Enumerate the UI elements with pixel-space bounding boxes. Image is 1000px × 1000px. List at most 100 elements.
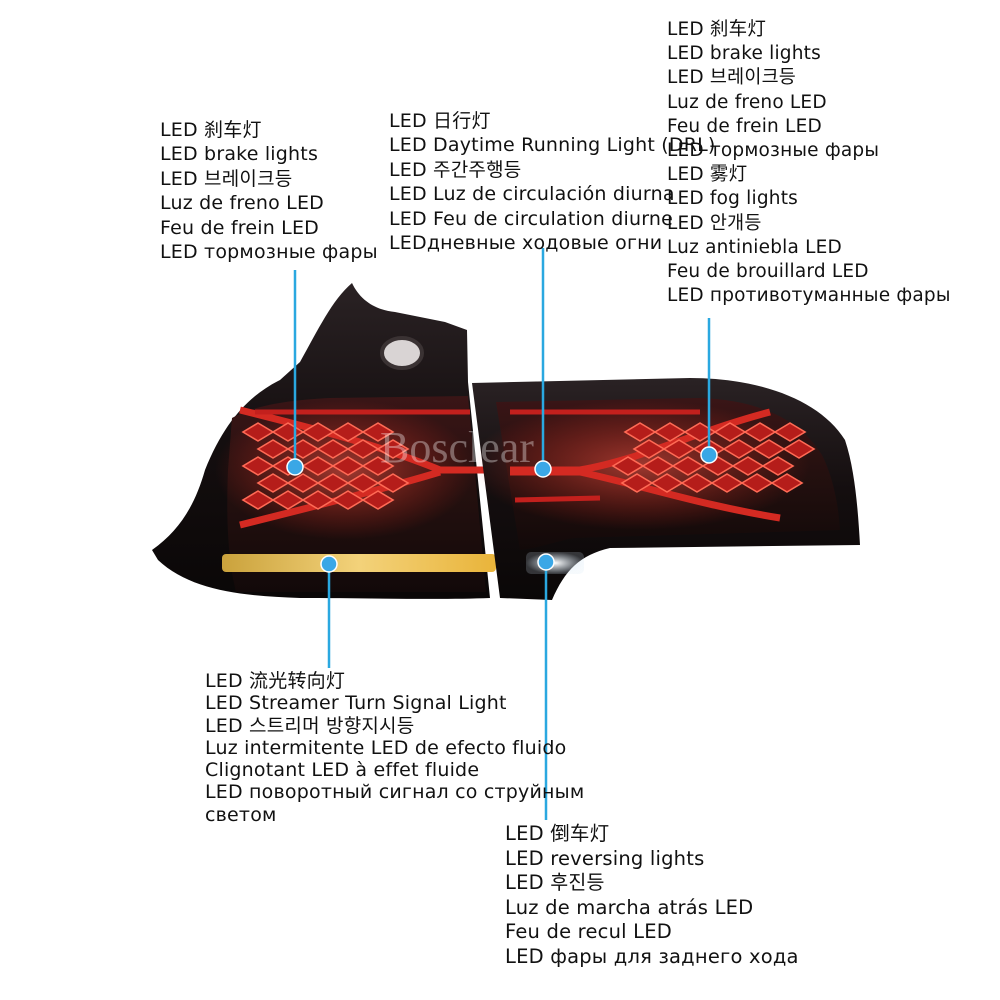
callout-line-text: Feu de frein LED xyxy=(160,216,320,239)
led-diamond xyxy=(770,473,804,493)
led-diamond xyxy=(782,439,816,459)
callout-line-text: LED 안개등 xyxy=(667,212,762,234)
callout-line-text: LED Feu de circulation diurne xyxy=(389,207,674,230)
callout-line-text: LED brake lights xyxy=(160,143,319,166)
led-diamond xyxy=(713,422,747,442)
led-diamond xyxy=(773,422,807,442)
callout-daytime-running-light: LED 日行灯 LED Daytime Running Light (DRL) … xyxy=(389,109,716,255)
callout-line-text: Feu de brouillard LED xyxy=(667,261,869,283)
right-diamond-grid xyxy=(611,422,816,493)
led-diamond xyxy=(361,422,395,442)
callout-line-text: LED 雾灯 xyxy=(667,164,748,186)
reversing-light xyxy=(526,552,584,574)
led-diamond xyxy=(710,473,744,493)
right-x-bar-lower xyxy=(510,468,781,522)
callout-line-text: LED противотуманные фары xyxy=(667,285,951,307)
marker-reverse xyxy=(537,553,555,571)
led-diamond xyxy=(301,456,335,476)
callout-line-text: LED Daytime Running Light (DRL) xyxy=(389,134,716,157)
callout-reversing-lights: LED 倒车灯 LED reversing lights LED 후진등 Luz… xyxy=(505,822,799,969)
left-diamond-grid xyxy=(241,422,410,510)
callout-line-text: LED фары для заднего хода xyxy=(505,944,799,968)
right-x-bar-upper xyxy=(510,408,771,474)
led-diamond xyxy=(361,490,395,510)
callout-line-text: LEDдневные ходовые огни xyxy=(389,232,663,255)
callout-line-text: Luz de marcha atrás LED xyxy=(505,895,754,919)
mounting-hole xyxy=(380,336,424,370)
led-diamond xyxy=(316,473,350,493)
callout-line-text: LED тормозные фары xyxy=(160,241,378,264)
callout-line-text: LED 브레이크등 xyxy=(667,67,797,89)
callout-line-text: LED fog lights xyxy=(667,188,799,210)
led-diamond xyxy=(286,473,320,493)
led-diamond xyxy=(722,439,756,459)
callout-line-text: LED 倒车灯 xyxy=(505,822,610,845)
led-diamond xyxy=(241,490,275,510)
led-diamond xyxy=(752,439,786,459)
led-diamond xyxy=(256,439,290,459)
callout-line-text: Luz antiniebla LED xyxy=(667,236,842,258)
led-diamond xyxy=(376,473,410,493)
led-diamond xyxy=(650,473,684,493)
callout-line-text: LED 주간주행등 xyxy=(389,158,522,181)
led-diamond xyxy=(346,439,380,459)
callout-markers xyxy=(286,446,718,573)
callout-lines xyxy=(293,248,711,820)
led-diamond xyxy=(671,456,705,476)
led-diamond xyxy=(641,456,675,476)
led-diamond xyxy=(241,456,275,476)
led-diamond xyxy=(740,473,774,493)
marker-turn xyxy=(320,555,338,573)
callout-line-text: LED reversing lights xyxy=(505,846,705,870)
callout-brake-fog-lights-right: LED 刹车灯 LED brake lights LED 브레이크등 Luz d… xyxy=(667,18,951,308)
callout-line-text: LED 流光转向灯 xyxy=(205,670,346,692)
led-diamond xyxy=(331,456,365,476)
led-diamond xyxy=(361,456,395,476)
callout-line-text: Feu de recul LED xyxy=(505,920,672,943)
led-diamond xyxy=(620,473,654,493)
callout-line-text: LED 브레이크등 xyxy=(160,167,293,190)
led-diamond xyxy=(761,456,795,476)
led-diamond xyxy=(301,422,335,442)
callout-line-text: LED 스트리머 방향지시등 xyxy=(205,714,415,737)
led-diamond xyxy=(611,456,645,476)
led-diamond xyxy=(301,490,335,510)
led-diamond xyxy=(662,439,696,459)
led-diamond xyxy=(623,422,657,442)
led-diamond xyxy=(271,490,305,510)
callout-line-text: светом xyxy=(205,803,277,826)
right-tail-lamp xyxy=(470,378,860,600)
led-diamond xyxy=(331,422,365,442)
callout-line-text: LED brake lights xyxy=(667,43,821,65)
led-diamond xyxy=(680,473,714,493)
callout-turn-signal: LED 流光转向灯 LED Streamer Turn Signal Light… xyxy=(205,670,584,826)
led-diamond xyxy=(316,439,350,459)
callout-line-text: LED 후진등 xyxy=(505,871,605,894)
led-diamond xyxy=(376,439,410,459)
led-diamond xyxy=(241,422,275,442)
watermark: Bosclear xyxy=(380,423,534,472)
callout-line-text: Feu de frein LED xyxy=(667,115,822,137)
callout-line-text: Luz intermitente LED de efecto fluido xyxy=(205,736,567,759)
led-diamond xyxy=(256,473,290,493)
callout-line-text: LED 日行灯 xyxy=(389,110,491,132)
callout-line-text: Luz de freno LED xyxy=(160,192,324,215)
marker-brake-left xyxy=(286,458,304,476)
led-diamond xyxy=(331,490,365,510)
left-tail-lamp xyxy=(152,283,496,599)
callout-line-text: LED Luz de circulación diurna xyxy=(389,183,675,206)
callout-line-text: Clignotant LED à effet fluide xyxy=(205,759,480,782)
marker-drl xyxy=(534,460,552,478)
callout-line-text: LED тормозные фары xyxy=(667,140,880,162)
led-diamond xyxy=(743,422,777,442)
callout-line-text: LED 刹车灯 xyxy=(160,119,262,141)
callout-line-text: Luz de freno LED xyxy=(667,91,827,113)
led-diamond xyxy=(632,439,666,459)
callout-brake-lights-left: LED 刹车灯 LED brake lights LED 브레이크등 Luz d… xyxy=(160,118,378,264)
turn-signal-strip xyxy=(222,554,496,572)
callout-line-text: LED поворотный сигнал со струйным xyxy=(205,781,585,804)
callout-line-text: LED Streamer Turn Signal Light xyxy=(205,692,507,715)
led-diamond xyxy=(731,456,765,476)
marker-brake-fog xyxy=(700,446,718,464)
